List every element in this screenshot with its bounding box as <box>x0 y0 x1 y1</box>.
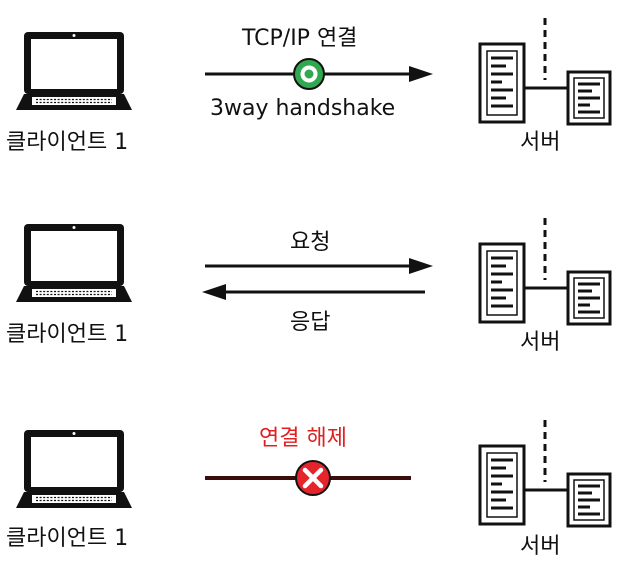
request-response-row: 클라이언트 1 요청 응답 서버 <box>0 198 639 378</box>
handshake-label: 3way handshake <box>210 96 396 121</box>
response-arrow <box>202 284 425 300</box>
response-label: 응답 <box>290 310 331 335</box>
connection-row: 클라이언트 1 TCP/IP 연결 3way handshake 서버 <box>0 0 639 180</box>
connected-badge-icon <box>293 58 325 90</box>
disconnect-row: 클라이언트 1 연결 해제 서버 <box>0 400 639 587</box>
laptop-icon <box>16 224 132 302</box>
server-icon <box>478 420 612 528</box>
laptop-icon <box>16 430 132 508</box>
server-icon <box>478 218 612 326</box>
server-label: 서버 <box>520 330 561 355</box>
server-icon <box>478 18 612 126</box>
laptop-icon <box>16 32 132 110</box>
server-label: 서버 <box>520 130 561 155</box>
client-label: 클라이언트 1 <box>6 130 129 155</box>
connection-label: TCP/IP 연결 <box>242 26 358 51</box>
disconnect-x-icon <box>295 460 331 496</box>
disconnect-line <box>205 460 411 496</box>
request-arrow <box>205 258 433 274</box>
server-label: 서버 <box>520 534 561 559</box>
connect-arrow <box>205 58 433 90</box>
request-label: 요청 <box>290 230 331 255</box>
disconnect-label: 연결 해제 <box>259 426 347 451</box>
client-label: 클라이언트 1 <box>6 322 129 347</box>
client-label: 클라이언트 1 <box>6 526 129 551</box>
